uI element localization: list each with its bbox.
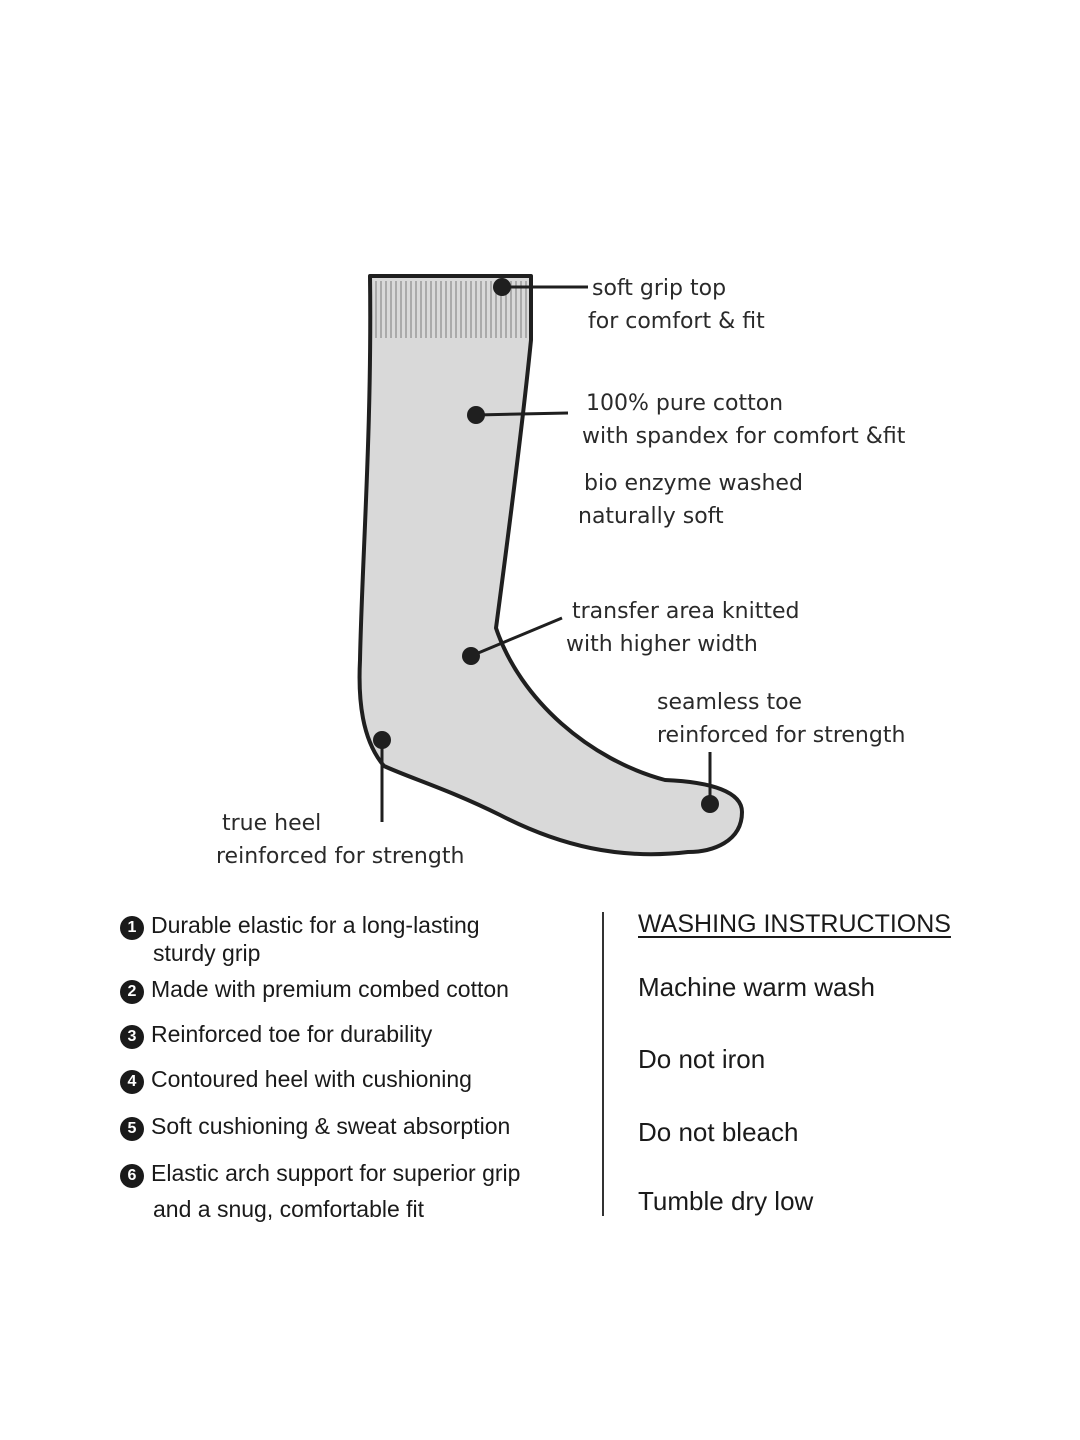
callout-heel-line1: true heel — [222, 811, 322, 836]
feature-item-5: 5 Soft cushioning & sweat absorption — [120, 1113, 510, 1141]
callout-heel: true heel reinforced for strength — [216, 807, 464, 873]
feature-item-2: 2 Made with premium combed cotton — [120, 976, 509, 1004]
leader-heel — [373, 731, 391, 822]
callout-toe-line2: reinforced for strength — [657, 723, 906, 748]
feature-text: Made with premium combed cotton — [151, 976, 509, 1002]
washing-item-3: Do not bleach — [638, 1117, 799, 1147]
callout-soft-grip-line1: soft grip top — [592, 276, 727, 301]
washing-instructions-title: WASHING INSTRUCTIONS — [638, 910, 951, 938]
feature-item-1: 1 Durable elastic for a long-lasting stur… — [120, 912, 480, 966]
callout-transfer-line1: transfer area knitted — [572, 599, 800, 624]
callout-cotton-line2: with spandex for comfort &fit — [582, 424, 906, 449]
washing-item-2: Do not iron — [638, 1044, 766, 1074]
ribbed-cuff — [375, 281, 527, 338]
number-badge-icon: 1 — [120, 916, 144, 940]
callout-transfer: transfer area knitted with higher width — [566, 595, 799, 661]
feature-text: Durable elastic for a long-lasting — [151, 912, 480, 938]
callout-soft-grip: soft grip top for comfort & fit — [588, 272, 765, 338]
callout-cotton-line1: 100% pure cotton — [586, 391, 784, 416]
leader-transfer — [462, 616, 563, 665]
section-divider — [602, 912, 604, 1216]
sock-outline — [357, 274, 744, 857]
callout-transfer-line2: with higher width — [566, 632, 758, 657]
feature-text: Reinforced toe for durability — [151, 1021, 433, 1047]
feature-item-4: 4 Contoured heel with cushioning — [120, 1066, 472, 1094]
number-badge-icon: 4 — [120, 1070, 144, 1094]
feature-text: Contoured heel with cushioning — [151, 1066, 472, 1092]
feature-text-continued: and a snug, comfortable fit — [153, 1196, 425, 1222]
number-badge-icon: 6 — [120, 1164, 144, 1188]
feature-text: Elastic arch support for superior grip — [151, 1160, 521, 1186]
callout-toe: seamless toe reinforced for strength — [657, 686, 905, 752]
number-badge-icon: 2 — [120, 980, 144, 1004]
callout-heel-line2: reinforced for strength — [216, 844, 465, 869]
callout-soft-grip-line2: for comfort & fit — [588, 309, 765, 334]
leader-cotton — [467, 406, 569, 424]
feature-text-continued: sturdy grip — [153, 940, 261, 966]
feature-item-3: 3 Reinforced toe for durability — [120, 1021, 432, 1049]
callout-enzyme: bio enzyme washed naturally soft — [578, 467, 803, 533]
number-badge-icon: 3 — [120, 1025, 144, 1049]
callout-toe-line1: seamless toe — [657, 690, 803, 715]
washing-item-4: Tumble dry low — [638, 1186, 814, 1216]
feature-text: Soft cushioning & sweat absorption — [151, 1113, 511, 1139]
washing-item-1: Machine warm wash — [638, 972, 875, 1002]
callout-enzyme-line2: naturally soft — [578, 504, 724, 529]
number-badge-icon: 5 — [120, 1117, 144, 1141]
callout-enzyme-line1: bio enzyme washed — [584, 471, 803, 496]
callout-cotton: 100% pure cotton with spandex for comfor… — [582, 387, 905, 453]
leader-toe — [701, 752, 719, 813]
leader-soft-grip — [493, 278, 588, 296]
